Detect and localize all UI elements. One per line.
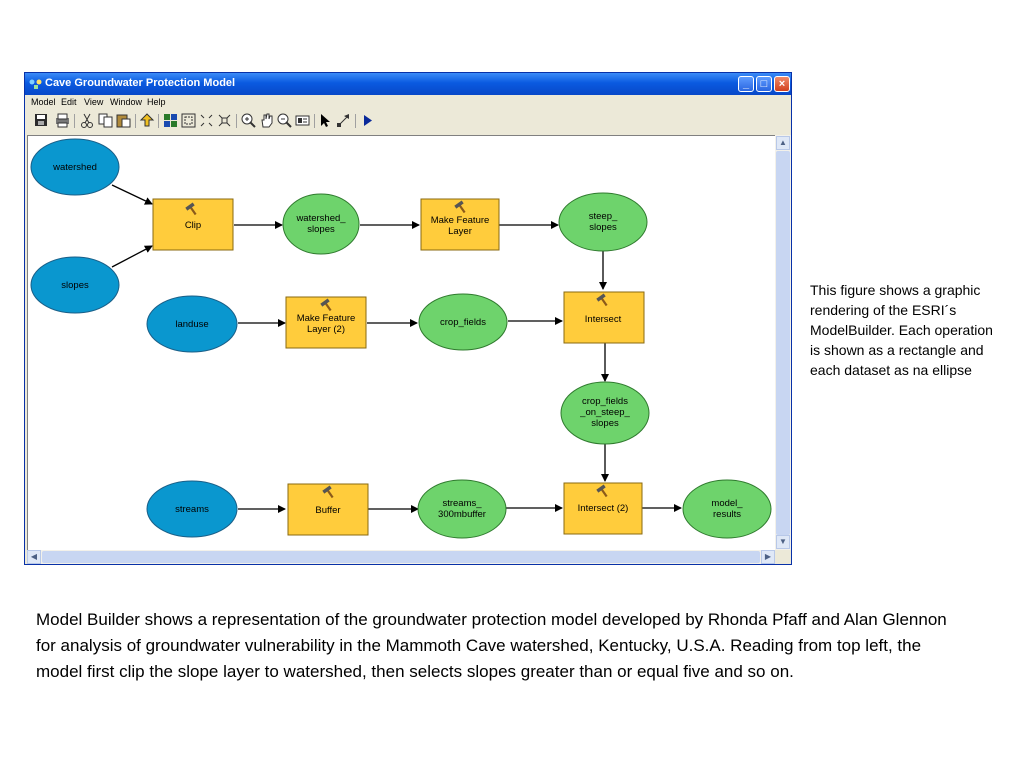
print-icon[interactable] — [54, 112, 71, 129]
dataset-crop-fields-on-steep-slopes[interactable]: crop_fields _on_steep_ slopes — [560, 381, 650, 445]
svg-text:model_: model_ — [711, 498, 743, 509]
maximize-button[interactable]: □ — [756, 76, 772, 92]
scroll-thumb-horizontal[interactable] — [42, 551, 760, 563]
svg-text:Clip: Clip — [185, 220, 201, 231]
menu-bar: Model Edit View Window Help — [25, 95, 791, 111]
connect-icon[interactable] — [335, 112, 352, 129]
svg-text:landuse: landuse — [175, 319, 208, 330]
svg-text:crop_fields: crop_fields — [440, 317, 486, 328]
zoom-in-icon[interactable] — [240, 112, 257, 129]
toolbar-separator — [355, 114, 356, 128]
zoom-out-fixed-icon[interactable] — [216, 112, 233, 129]
svg-text:slopes: slopes — [591, 418, 619, 429]
dataset-crop-fields[interactable]: crop_fields — [418, 293, 508, 351]
svg-text:Make Feature: Make Feature — [431, 215, 490, 226]
svg-text:steep_: steep_ — [589, 211, 618, 222]
overview-icon[interactable] — [294, 112, 311, 129]
svg-text:slopes: slopes — [307, 224, 335, 235]
connector-slopes-clip — [111, 245, 153, 268]
dataset-steep-slopes[interactable]: steep_ slopes — [558, 192, 648, 252]
pan-icon[interactable] — [258, 112, 275, 129]
menu-model[interactable]: Model — [31, 97, 56, 107]
menu-help[interactable]: Help — [147, 97, 166, 107]
svg-text:Buffer: Buffer — [315, 505, 340, 516]
svg-text:streams: streams — [175, 504, 209, 515]
dataset-model-results[interactable]: model_ results — [682, 479, 772, 539]
toolbar-separator — [135, 114, 136, 128]
model-app-icon — [29, 79, 42, 89]
dataset-streams-300mbuffer[interactable]: streams_ 300mbuffer — [417, 479, 507, 539]
model-canvas[interactable]: watershed slopes landuse streams Clip — [27, 135, 775, 550]
svg-text:streams_: streams_ — [442, 498, 482, 509]
dataset-slopes[interactable]: slopes — [30, 256, 120, 314]
auto-layout-icon[interactable] — [162, 112, 179, 129]
save-icon[interactable] — [33, 112, 50, 129]
full-extent-icon[interactable] — [180, 112, 197, 129]
tool-clip[interactable]: Clip — [152, 198, 234, 251]
svg-text:300mbuffer: 300mbuffer — [438, 509, 486, 520]
svg-text:Layer (2): Layer (2) — [307, 324, 345, 335]
toolbar-separator — [158, 114, 159, 128]
connector-watershed-clip — [111, 184, 153, 205]
svg-text:watershed: watershed — [52, 162, 97, 173]
toolbar-separator — [236, 114, 237, 128]
copy-icon[interactable] — [97, 112, 114, 129]
svg-text:Intersect: Intersect — [585, 314, 622, 325]
caption: Model Builder shows a representation of … — [36, 610, 947, 681]
scroll-thumb-vertical[interactable] — [776, 151, 790, 535]
run-icon[interactable] — [359, 112, 376, 129]
dataset-streams[interactable]: streams — [146, 480, 238, 538]
svg-text:Intersect (2): Intersect (2) — [578, 503, 629, 514]
svg-text:Layer: Layer — [448, 226, 472, 237]
add-data-icon[interactable] — [139, 112, 156, 129]
dataset-watershed[interactable]: watershed — [30, 138, 120, 196]
modelbuilder-window: Cave Groundwater Protection Model _ □ × … — [24, 72, 792, 565]
title-bar[interactable]: Cave Groundwater Protection Model _ □ × — [25, 73, 791, 95]
window-title: Cave Groundwater Protection Model — [45, 77, 236, 89]
side-note: This figure shows a graphic rendering of… — [810, 282, 993, 378]
menu-window[interactable]: Window — [110, 97, 143, 107]
svg-text:crop_fields: crop_fields — [582, 396, 628, 407]
tool-make-feature-layer[interactable]: Make Feature Layer — [420, 198, 500, 251]
svg-text:slopes: slopes — [61, 280, 89, 291]
select-icon[interactable] — [317, 112, 334, 129]
scroll-right-button[interactable]: ▶ — [761, 550, 775, 564]
tool-intersect-2[interactable]: Intersect (2) — [563, 482, 643, 535]
minimize-button[interactable]: _ — [738, 76, 754, 92]
svg-text:_on_steep_: _on_steep_ — [579, 407, 630, 418]
tool-intersect[interactable]: Intersect — [563, 291, 645, 344]
zoom-out-icon[interactable] — [276, 112, 293, 129]
toolbar-separator — [74, 114, 75, 128]
svg-text:Make Feature: Make Feature — [297, 313, 356, 324]
vertical-scrollbar[interactable]: ▲ ▼ — [775, 135, 791, 550]
scroll-down-button[interactable]: ▼ — [776, 535, 790, 549]
model-diagram: watershed slopes landuse streams Clip — [30, 138, 772, 539]
tool-buffer[interactable]: Buffer — [287, 483, 369, 536]
dataset-watershed-slopes[interactable]: watershed_ slopes — [282, 193, 360, 255]
close-button[interactable]: × — [774, 76, 790, 92]
svg-text:watershed_: watershed_ — [295, 213, 346, 224]
zoom-in-fixed-icon[interactable] — [198, 112, 215, 129]
horizontal-scrollbar[interactable]: ◀ ▶ — [27, 550, 775, 564]
scroll-left-button[interactable]: ◀ — [27, 550, 41, 564]
menu-view[interactable]: View — [84, 97, 104, 107]
tool-make-feature-layer-2[interactable]: Make Feature Layer (2) — [285, 296, 367, 349]
dataset-landuse[interactable]: landuse — [146, 295, 238, 353]
svg-text:slopes: slopes — [589, 222, 617, 233]
cut-icon[interactable] — [79, 112, 96, 129]
toolbar-separator — [314, 114, 315, 128]
menu-edit[interactable]: Edit — [61, 97, 77, 107]
scroll-up-button[interactable]: ▲ — [776, 136, 790, 150]
paste-icon[interactable] — [115, 112, 132, 129]
svg-text:results: results — [713, 509, 741, 520]
